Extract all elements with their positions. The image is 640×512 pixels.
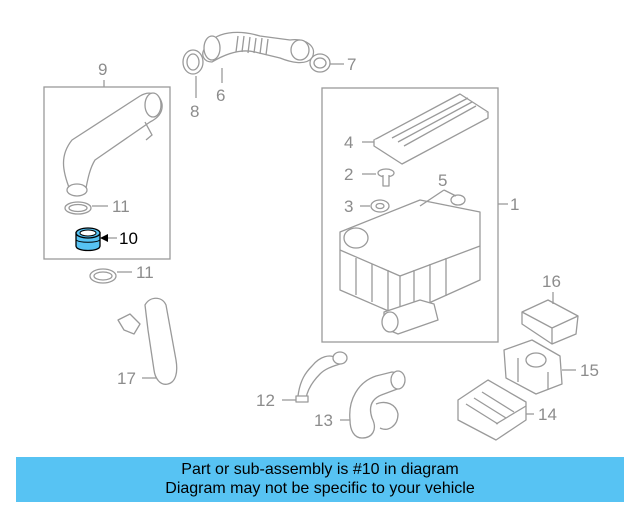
part-6-intake-hose[interactable] <box>202 31 315 64</box>
group-box-9 <box>43 86 171 260</box>
part-7-clamp[interactable] <box>309 53 331 73</box>
callout-10: 10 <box>119 229 138 248</box>
callout-9: 9 <box>98 60 107 79</box>
part-1-air-cleaner-housing[interactable] <box>339 199 481 335</box>
callout-8: 8 <box>190 102 199 121</box>
callout-17: 17 <box>117 369 136 388</box>
callout-5: 5 <box>438 171 447 190</box>
banner-line-2: Diagram may not be specific to your vehi… <box>165 480 475 497</box>
callout-2: 2 <box>344 165 353 184</box>
callout-12: 12 <box>256 391 275 410</box>
parts-diagram: 9 6 8 7 4 2 3 5 1 11 10 11 16 15 17 12 1… <box>43 31 599 441</box>
part-2-bolt[interactable] <box>377 168 395 187</box>
part-4-filter-element[interactable] <box>373 93 489 165</box>
leader-lines <box>92 63 576 421</box>
callout-16: 16 <box>542 272 561 291</box>
info-banner: Part or sub-assembly is #10 in diagram D… <box>16 457 624 502</box>
part-17-hose[interactable] <box>117 297 178 385</box>
part-9-intake-duct[interactable] <box>62 92 163 197</box>
callout-11-lower: 11 <box>136 263 154 282</box>
callout-15: 15 <box>580 361 599 380</box>
part-16-duct[interactable] <box>521 299 579 345</box>
callout-11-upper: 11 <box>112 197 130 216</box>
callout-4: 4 <box>344 133 353 152</box>
part-13-air-hose[interactable] <box>349 370 406 439</box>
callout-14: 14 <box>538 405 557 424</box>
part-11-clamp-lower[interactable] <box>89 268 117 284</box>
part-14-air-guide[interactable] <box>457 379 527 441</box>
group-box-1 <box>321 87 499 343</box>
callout-6: 6 <box>216 86 225 105</box>
part-8-clamp[interactable] <box>182 49 204 75</box>
part-15-resonator[interactable] <box>503 339 563 395</box>
part-12-breather-hose[interactable] <box>295 351 348 403</box>
banner-line-1: Part or sub-assembly is #10 in diagram <box>181 461 459 478</box>
callout-7: 7 <box>347 55 356 74</box>
part-11-clamp-upper[interactable] <box>64 201 92 215</box>
part-3-grommet[interactable] <box>370 199 390 213</box>
callout-1: 1 <box>510 195 519 214</box>
callout-13: 13 <box>314 411 333 430</box>
callout-3: 3 <box>344 197 353 216</box>
part-10-coupler-highlighted[interactable] <box>75 227 101 252</box>
